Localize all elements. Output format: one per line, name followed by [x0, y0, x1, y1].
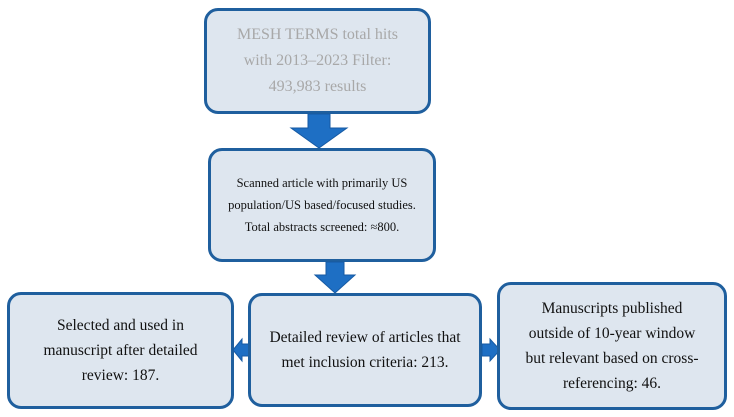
- screening-text: Scanned article with primarily US popula…: [228, 176, 416, 212]
- selected-used-box: Selected and used in manuscript after de…: [7, 292, 234, 409]
- outside-window-box: Manuscripts published outside of 10-year…: [497, 282, 727, 410]
- detailed-review-box: Detailed review of articles that met inc…: [248, 293, 482, 407]
- selected-used-text: Selected and used in manuscript after de…: [43, 317, 198, 384]
- outside-window-text: Manuscripts published outside of 10-year…: [525, 300, 699, 392]
- arrow-right: [481, 337, 501, 363]
- arrow-down-2: [313, 261, 357, 294]
- mesh-terms-text: MESH TERMS total hits with 2013–2023 Fil…: [236, 26, 399, 95]
- detailed-review-text: Detailed review of articles that met inc…: [269, 329, 461, 371]
- arrow-down-1: [289, 113, 349, 149]
- screening-box: Scanned article with primarily US popula…: [208, 148, 436, 262]
- mesh-terms-box: MESH TERMS total hits with 2013–2023 Fil…: [204, 8, 431, 114]
- screening-total-text: Total abstracts screened: ≈800.: [244, 220, 400, 234]
